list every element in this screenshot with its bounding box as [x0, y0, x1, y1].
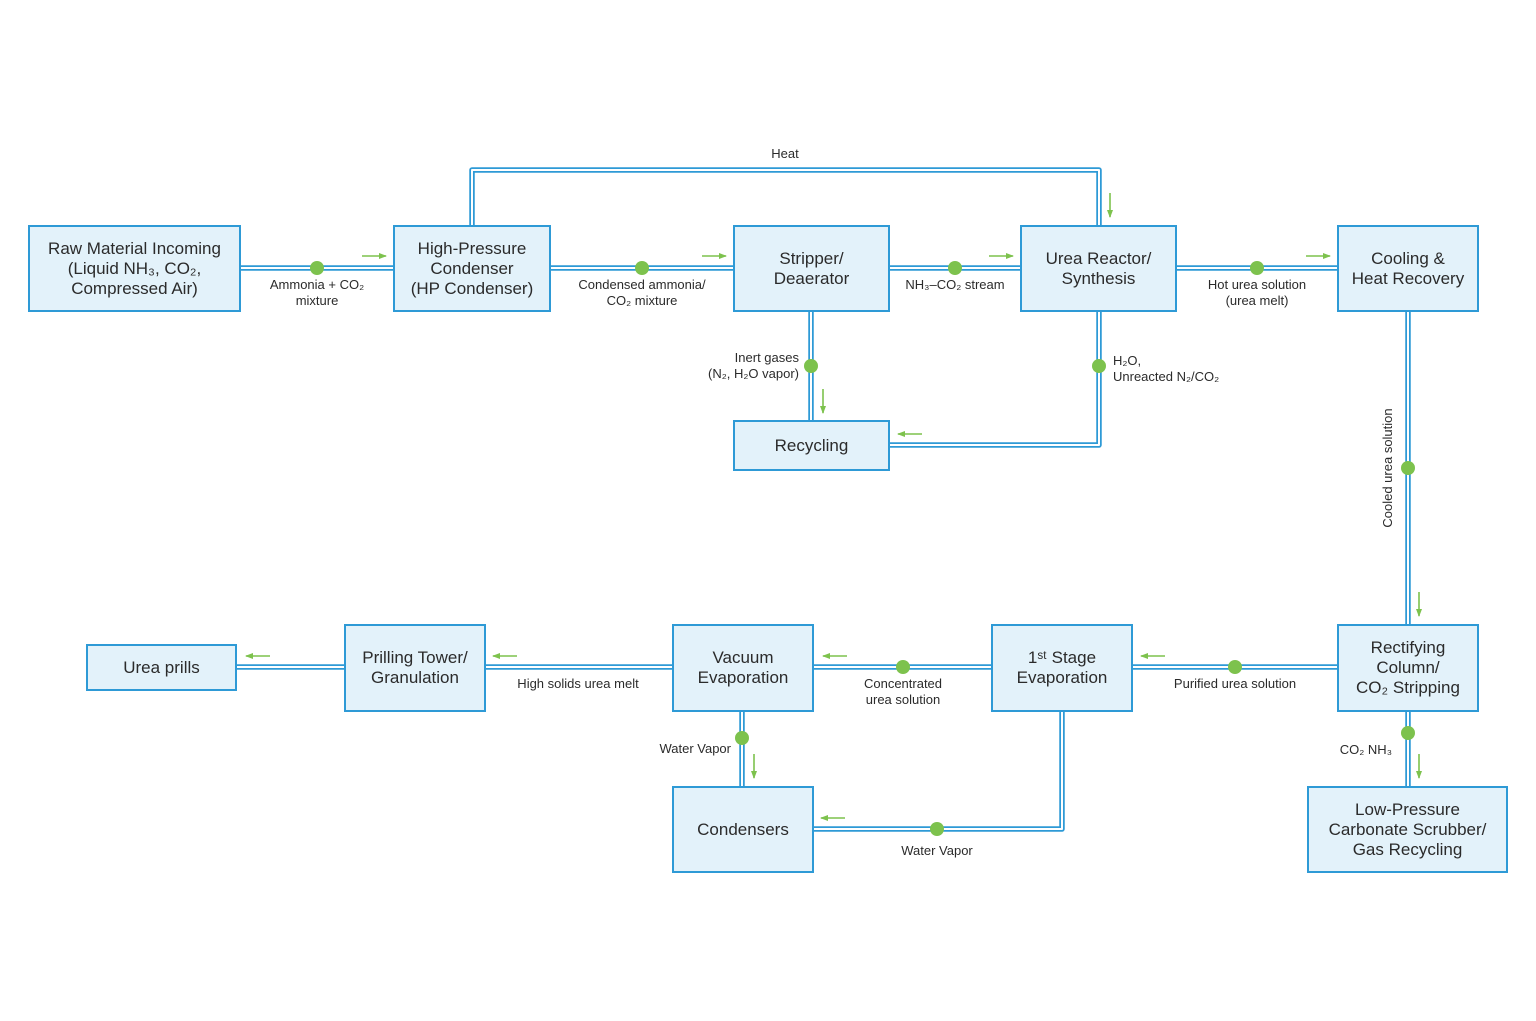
node-label: Vacuum Evaporation — [697, 648, 789, 687]
stream-label-concentrated-urea: Concentrated urea solution — [863, 676, 943, 707]
node-label: Prilling Tower/ Granulation — [362, 648, 468, 687]
flow-marker — [635, 261, 649, 275]
flow-marker — [948, 261, 962, 275]
flow-marker — [1401, 726, 1415, 740]
flow-marker — [896, 660, 910, 674]
node-label: Condensers — [697, 819, 789, 839]
stream-label-water-vapor-first-stage: Water Vapor — [901, 843, 973, 858]
flow-marker — [804, 359, 818, 373]
stream-label-water-vapor-vacuum: Water Vapor — [659, 741, 731, 756]
node-low-pressure: Low-Pressure Carbonate Scrubber/ Gas Rec… — [1307, 786, 1508, 873]
stream-label-cooled-urea: Cooled urea solution — [1380, 408, 1395, 528]
stream-label-h2o-unreacted: H₂O, Unreacted N₂/CO₂ — [1113, 353, 1220, 384]
stream-label-heat: Heat — [771, 146, 799, 161]
node-label: Recycling — [774, 435, 849, 455]
flow-marker — [930, 822, 944, 836]
node-label: 1ˢᵗ Stage Evaporation — [1016, 648, 1108, 687]
node-label: Stripper/ Deaerator — [773, 248, 850, 288]
node-prilling: Prilling Tower/ Granulation — [344, 624, 486, 712]
stream-label-ammonia-co2: Ammonia + CO₂ mixture — [269, 277, 365, 308]
stream-label-hot-urea: Hot urea solution (urea melt) — [1207, 277, 1307, 308]
node-label: Low-Pressure Carbonate Scrubber/ Gas Rec… — [1328, 799, 1487, 859]
node-cooling: Cooling & Heat Recovery — [1337, 225, 1479, 312]
flow-marker — [1092, 359, 1106, 373]
stream-label-inert-gases: Inert gases (N₂, H₂O vapor) — [708, 350, 799, 381]
flow-marker — [1401, 461, 1415, 475]
pipes — [237, 167, 1411, 832]
flow-marker — [1250, 261, 1264, 275]
node-recycling: Recycling — [733, 420, 890, 471]
node-condensers: Condensers — [672, 786, 814, 873]
node-rectifying: Rectifying Column/ CO₂ Stripping — [1337, 624, 1479, 712]
node-label: Urea prills — [123, 657, 200, 677]
stream-label-nh3-co2: NH₃–CO₂ stream — [905, 277, 1005, 292]
node-stripper: Stripper/ Deaerator — [733, 225, 890, 312]
node-first-stage: 1ˢᵗ Stage Evaporation — [991, 624, 1133, 712]
stream-label-co2-nh3: CO₂ NH₃ — [1339, 742, 1392, 757]
node-vacuum: Vacuum Evaporation — [672, 624, 814, 712]
stream-label-purified-urea: Purified urea solution — [1173, 676, 1297, 691]
stream-label-condensed-ammonia: Condensed ammonia/ CO₂ mixture — [578, 277, 706, 308]
node-label: Cooling & Heat Recovery — [1351, 248, 1465, 288]
flow-marker — [1228, 660, 1242, 674]
flow-markers — [310, 261, 1415, 836]
node-label: Raw Material Incoming (Liquid NH₃, CO₂, … — [48, 238, 221, 298]
node-label: Rectifying Column/ CO₂ Stripping — [1356, 638, 1460, 697]
node-urea-prills: Urea prills — [86, 644, 237, 691]
node-hp-condenser: High-Pressure Condenser (HP Condenser) — [393, 225, 551, 312]
stream-label-high-solids: High solids urea melt — [517, 676, 639, 691]
node-raw-material: Raw Material Incoming (Liquid NH₃, CO₂, … — [28, 225, 241, 312]
node-label: Urea Reactor/ Synthesis — [1045, 248, 1152, 288]
flow-marker — [735, 731, 749, 745]
flow-marker — [310, 261, 324, 275]
direction-arrows — [245, 193, 1422, 821]
node-urea-reactor: Urea Reactor/ Synthesis — [1020, 225, 1177, 312]
node-label: High-Pressure Condenser (HP Condenser) — [410, 238, 534, 298]
